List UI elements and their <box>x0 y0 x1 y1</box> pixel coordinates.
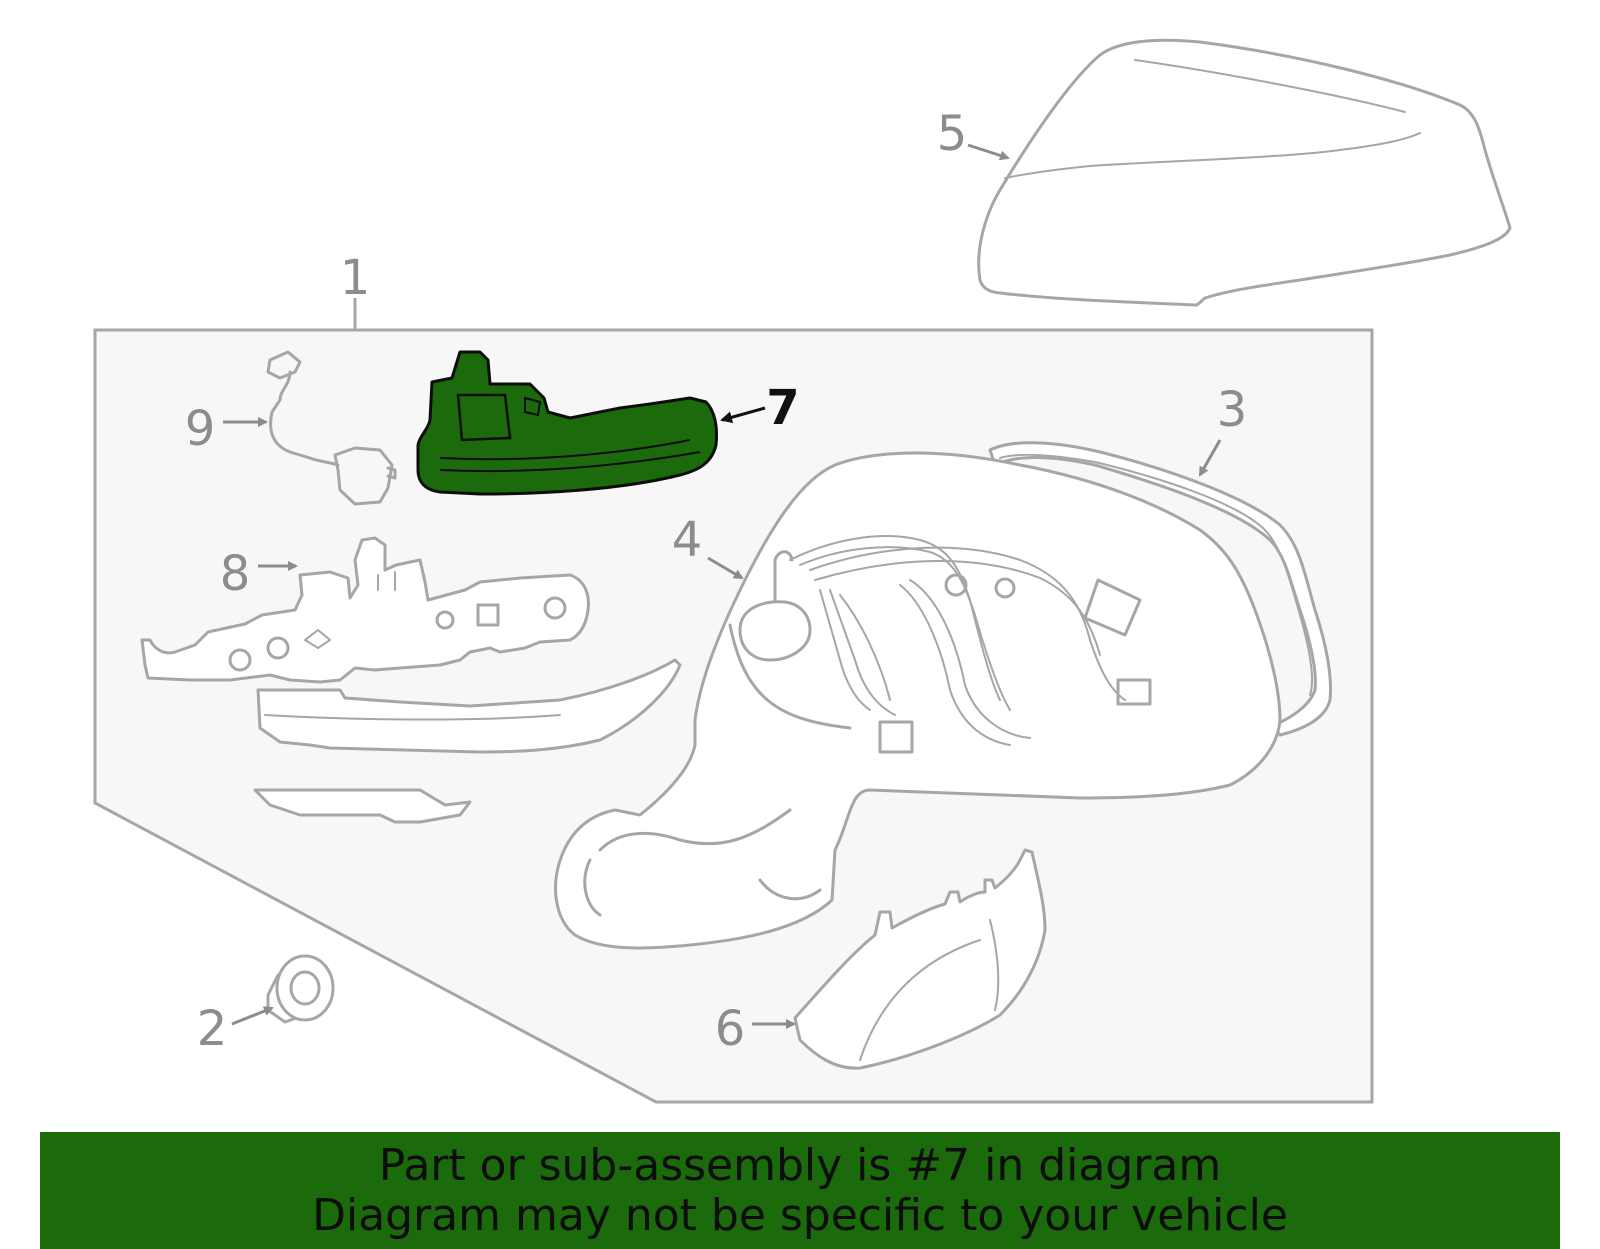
callout-1-label: 1 <box>340 250 371 306</box>
lamp-trim-strip <box>253 788 472 824</box>
banner-disclaimer-line: Diagram may not be specific to your vehi… <box>312 1189 1288 1241</box>
info-banner: Part or sub-assembly is #7 in diagram Di… <box>40 1132 1560 1249</box>
part-2-nut[interactable] <box>266 954 335 1024</box>
part-9-wire-harness[interactable] <box>266 350 397 506</box>
callout-3-arrow <box>1198 439 1222 477</box>
part-7-turn-signal-lamp[interactable] <box>416 350 718 496</box>
callout-2-arrow <box>231 1006 274 1026</box>
banner-part-line: Part or sub-assembly is #7 in diagram <box>378 1139 1222 1191</box>
lamp-lens-strip <box>256 658 682 754</box>
part-4-mirror-housing[interactable] <box>554 451 1282 950</box>
callout-3-label: 3 <box>1217 382 1248 438</box>
callout-9-label: 9 <box>185 401 216 457</box>
part-6-lower-cover[interactable] <box>793 848 1047 1070</box>
callout-6-label: 6 <box>715 1001 746 1057</box>
callout-8-label: 8 <box>220 546 251 602</box>
callout-4-arrow <box>707 556 744 580</box>
part-8-bracket[interactable] <box>140 536 590 684</box>
callout-4-label: 4 <box>672 512 703 568</box>
callout-7-label: 7 <box>766 380 799 436</box>
exploded-parts-diagram: 1 2 3 4 5 6 7 8 9 <box>93 38 1512 1104</box>
callout-5-arrow <box>967 143 1010 161</box>
part-3-mirror-glass[interactable] <box>988 441 1332 737</box>
part-5-mirror-cover[interactable] <box>977 38 1512 307</box>
callout-7-arrow <box>720 406 766 424</box>
callout-5-label: 5 <box>937 106 968 162</box>
callout-2-label: 2 <box>197 1001 228 1057</box>
